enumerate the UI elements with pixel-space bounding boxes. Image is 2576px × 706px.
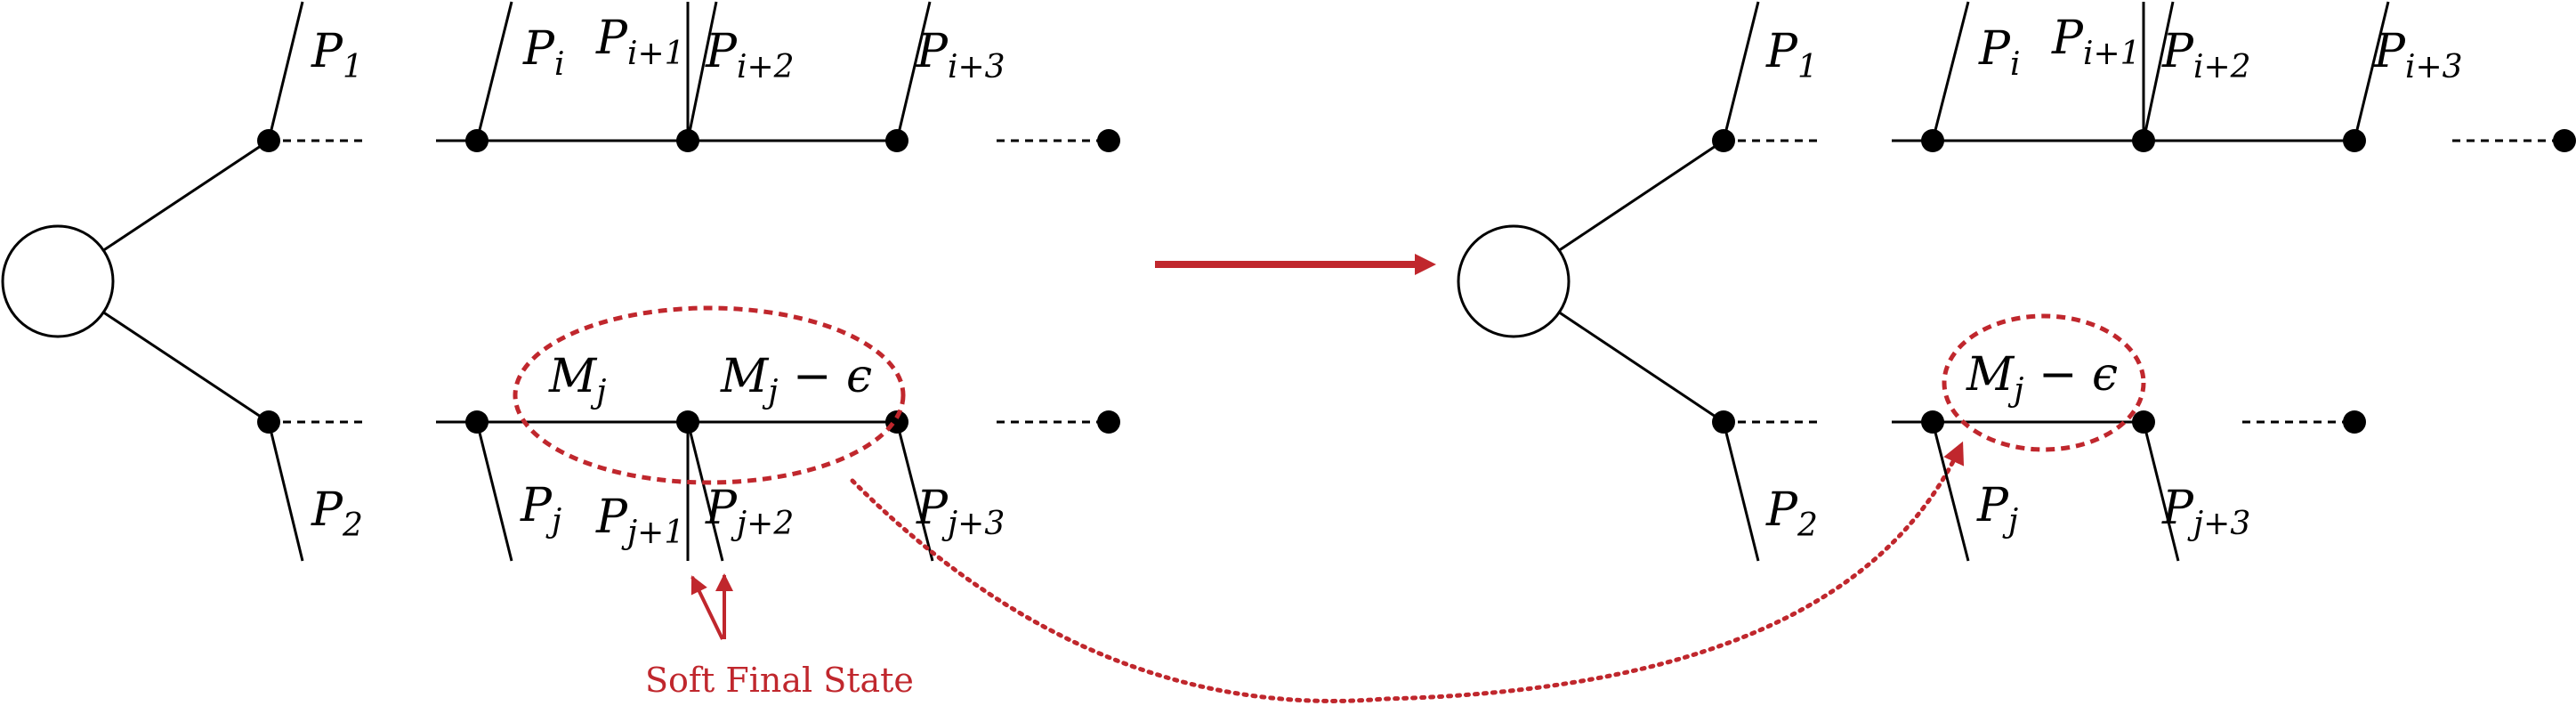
label-pj1-left: Pj+1 — [595, 491, 684, 551]
right-node-pi — [1921, 129, 1944, 152]
left-pi2-leg — [686, 1, 718, 142]
left-node-pj2 — [676, 410, 699, 434]
right-p1-leg — [1722, 1, 1760, 142]
right-node-bottom-end — [2343, 410, 2366, 434]
left-pi3-leg — [895, 1, 932, 142]
label-pi-left: Pi — [522, 22, 565, 83]
right-node-pi2 — [2132, 129, 2155, 152]
soft-final-state-label: Soft Final State — [645, 661, 914, 700]
label-mj-eps-right: Mj − ϵ — [1966, 348, 2118, 409]
right-pj3-leg — [2142, 421, 2180, 562]
left-p2-leg — [267, 421, 304, 562]
label-pi1-left: Pi+1 — [595, 12, 685, 72]
label-pj-left: Pj — [520, 479, 561, 540]
right-pi2-leg — [2142, 1, 2175, 142]
label-pi3-right: Pi+3 — [2373, 25, 2463, 85]
mapping-curve — [850, 441, 1965, 703]
right-node-top-end — [2553, 129, 2576, 152]
left-node-pi3 — [885, 129, 908, 152]
left-pj3-leg — [895, 421, 934, 562]
right-pj-leg — [1931, 421, 1970, 562]
label-pi1-right: Pi+1 — [2051, 12, 2141, 72]
left-node-pi2 — [676, 129, 699, 152]
left-p1-leg — [267, 1, 304, 142]
right-lower-branch — [1557, 310, 1724, 424]
right-pi-leg — [1931, 1, 1970, 142]
merge-ellipse-right — [1942, 313, 2146, 452]
merge-ellipse-left — [513, 305, 906, 485]
label-pj3-right: Pj+3 — [2161, 482, 2250, 542]
label-pi-right: Pi — [1978, 22, 2021, 83]
left-node-pi — [465, 129, 489, 152]
transition-arrow-head — [1415, 254, 1436, 275]
right-diagram — [1457, 1, 2576, 562]
soft-arrow-left — [690, 575, 724, 640]
left-node-bottom-1 — [257, 410, 280, 434]
label-pi2-right: Pi+2 — [2161, 25, 2251, 85]
label-pi3-left: Pi+3 — [916, 25, 1005, 85]
left-node-bottom-end — [1097, 410, 1120, 434]
left-node-top-end — [1097, 129, 1120, 152]
left-blob — [1, 224, 115, 338]
right-node-pj — [1921, 410, 1944, 434]
label-mj-left: Mj — [548, 350, 606, 410]
right-node-pj3 — [2132, 410, 2155, 434]
right-node-pi3 — [2343, 129, 2366, 152]
right-node-top-1 — [1712, 129, 1735, 152]
right-upper-branch — [1557, 139, 1724, 253]
left-node-pj — [465, 410, 489, 434]
label-pj2-left: Pj+2 — [705, 482, 794, 542]
left-node-top-1 — [257, 129, 280, 152]
label-p1-left: P1 — [311, 25, 363, 85]
left-diagram — [1, 1, 1120, 640]
left-pi-leg — [475, 1, 513, 142]
right-p2-leg — [1722, 421, 1760, 562]
left-pj2-leg — [686, 421, 724, 562]
left-lower-branch — [101, 310, 270, 424]
right-blob — [1457, 224, 1571, 338]
right-node-bottom-1 — [1712, 410, 1735, 434]
label-pj-right: Pj — [1976, 479, 2018, 540]
label-p1-right: P1 — [1765, 25, 1818, 85]
left-pj-leg — [475, 421, 513, 562]
label-p2-right: P2 — [1765, 483, 1818, 544]
label-p2-left: P2 — [311, 483, 363, 544]
label-pi2-left: Pi+2 — [705, 25, 795, 85]
right-pi3-leg — [2353, 1, 2390, 142]
label-pj3-left: Pj+3 — [916, 482, 1005, 542]
label-mj-eps-left: Mj − ϵ — [720, 350, 872, 410]
left-upper-branch — [101, 139, 270, 253]
